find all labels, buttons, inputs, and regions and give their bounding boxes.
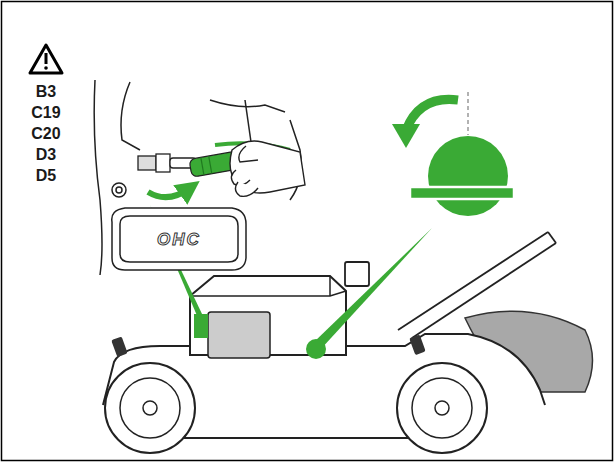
warning-code: C19	[31, 105, 60, 121]
engine-marking: OHC	[157, 231, 201, 248]
hand	[230, 141, 305, 196]
spark-plug	[138, 154, 196, 172]
front-wheel	[397, 363, 487, 453]
warning-code: B3	[36, 84, 56, 100]
engine	[190, 262, 369, 359]
warning-symbol	[30, 45, 62, 73]
removal-arrow	[148, 188, 190, 197]
height-lever	[111, 336, 127, 357]
rear-wheel	[105, 363, 195, 453]
handle	[398, 232, 556, 338]
leader-line	[313, 228, 432, 350]
fuel-valve-knob	[392, 92, 514, 216]
deck-base	[150, 437, 440, 439]
warning-code: D3	[36, 147, 56, 163]
warning-code: C20	[31, 126, 60, 142]
height-lever	[409, 334, 425, 355]
warning-code: D5	[36, 168, 56, 184]
